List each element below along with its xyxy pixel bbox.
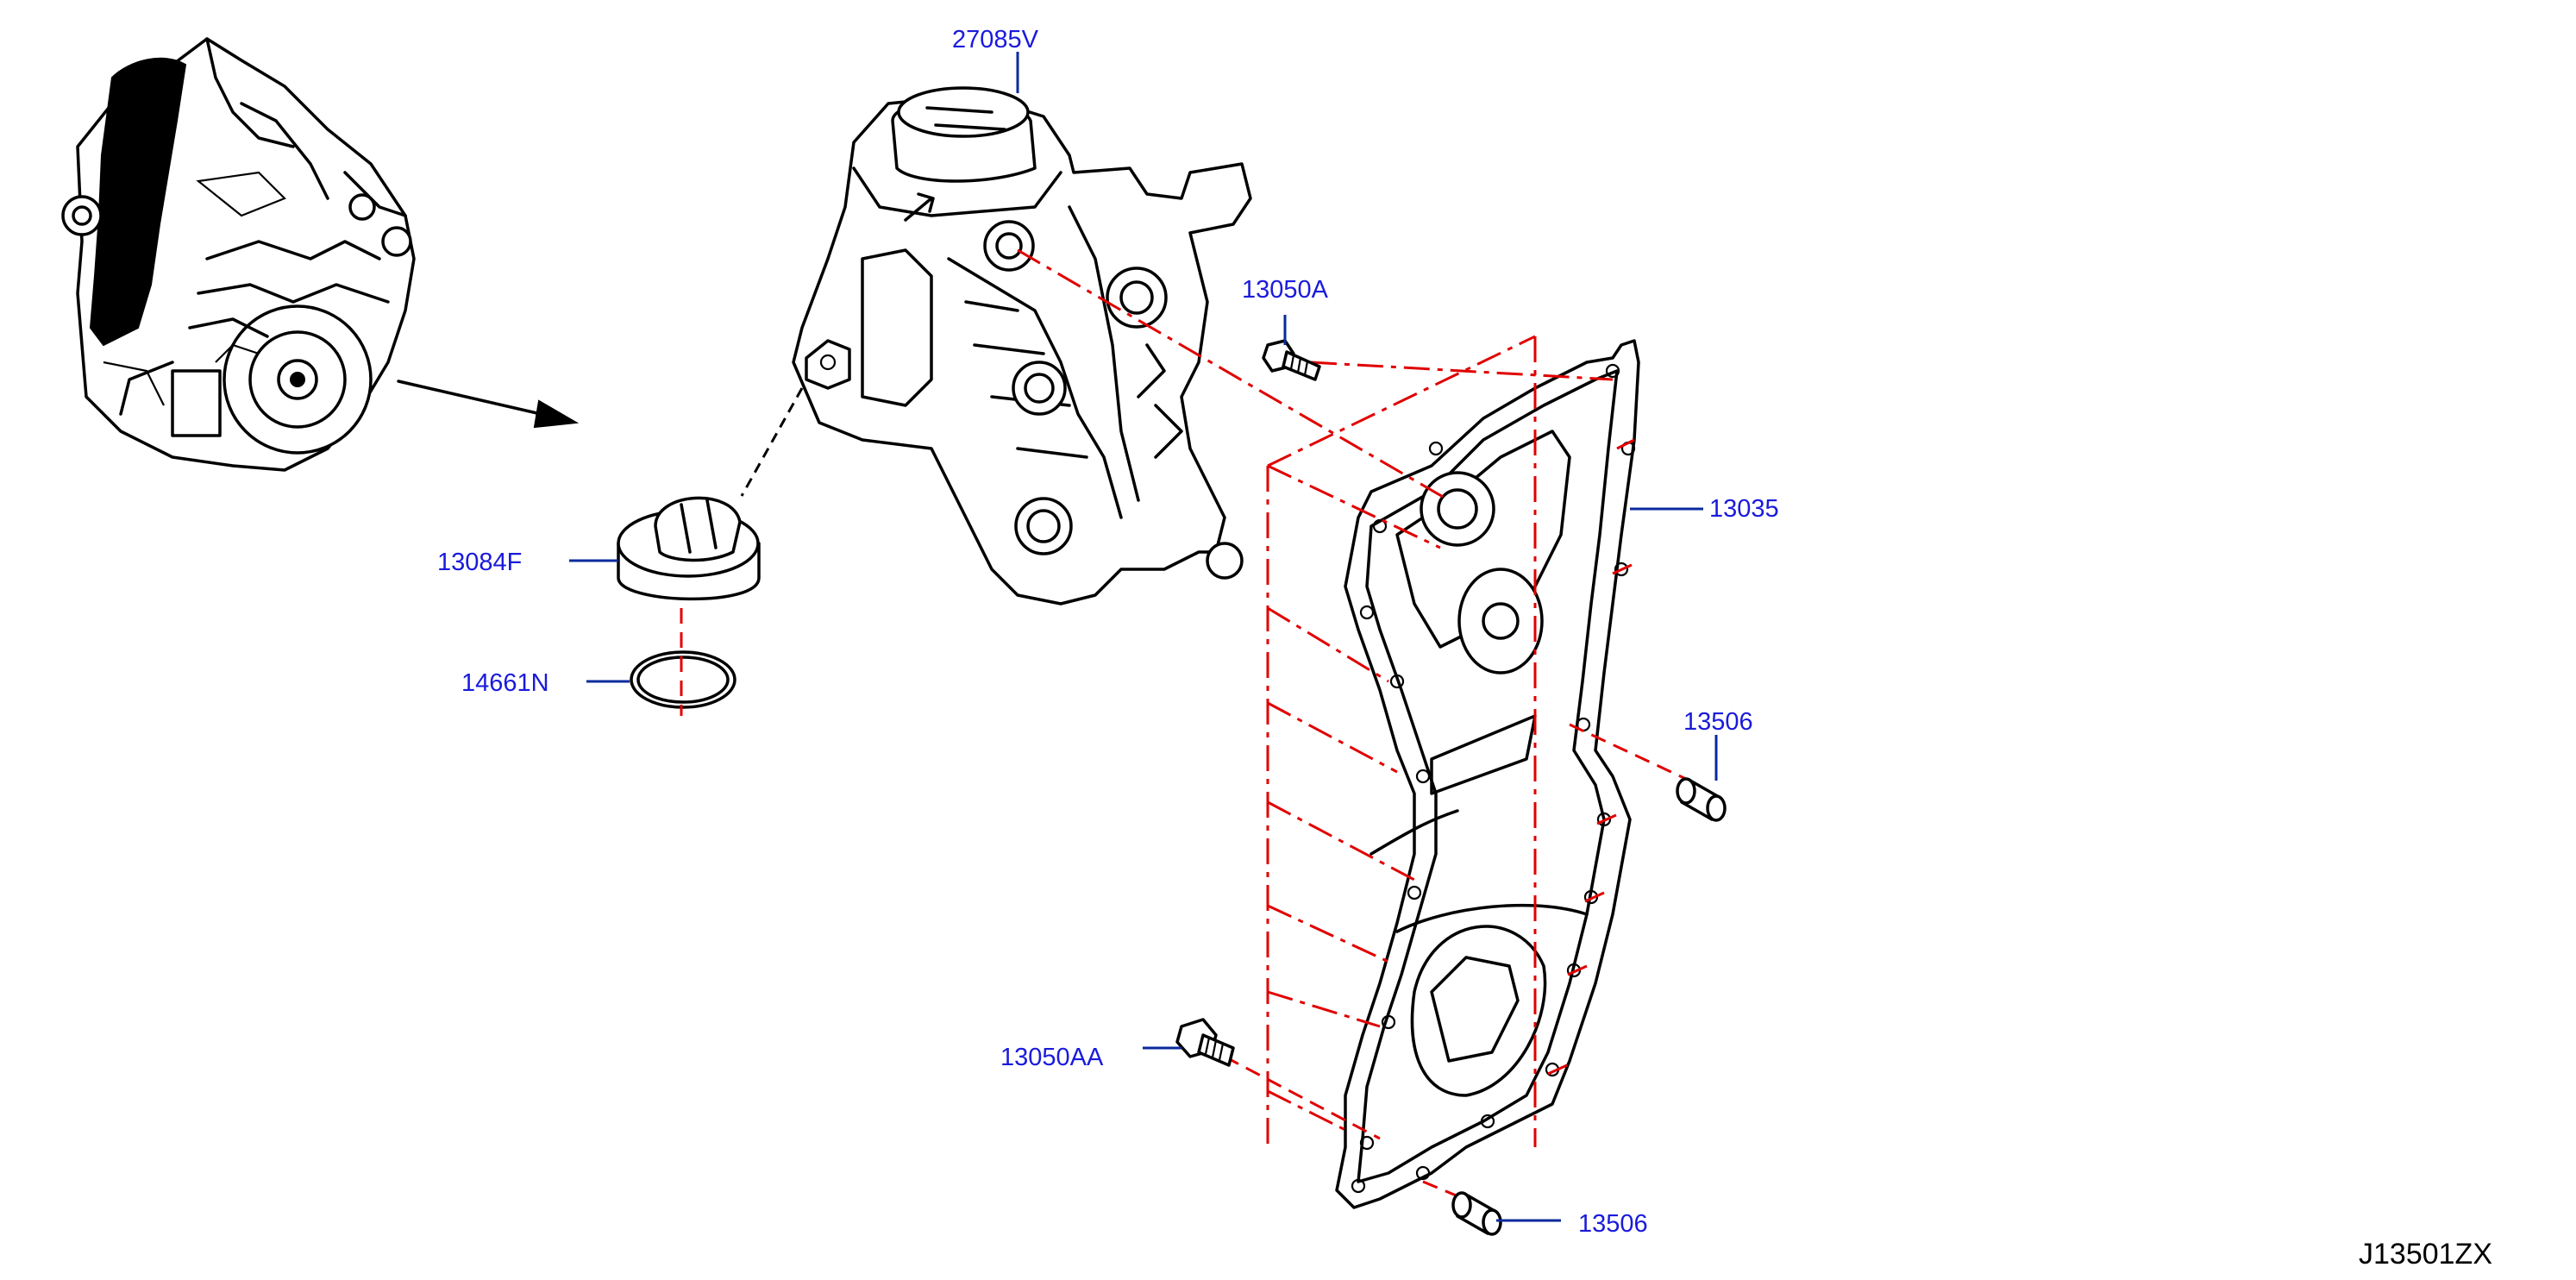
assembly-line-cap: [740, 387, 804, 497]
dowel-pin-13506-upper: [1676, 777, 1727, 822]
oil-filler-housing-27085V: [792, 86, 1252, 605]
timing-cover-gasket-13035: [1335, 339, 1640, 1209]
part-label-14661N[interactable]: 14661N: [461, 669, 549, 697]
dowel-pin-13506-lower: [1451, 1191, 1502, 1236]
part-label-13050AA[interactable]: 13050AA: [1000, 1044, 1104, 1071]
bolt-13050A: [1262, 339, 1321, 381]
o-ring-14661N: [630, 650, 736, 709]
part-label-13035[interactable]: 13035: [1709, 495, 1779, 523]
arrow-cap-to-housing: [904, 192, 935, 222]
part-label-27085V[interactable]: 27085V: [952, 26, 1038, 53]
bolt-13050AA: [1175, 1018, 1235, 1067]
part-label-13050A[interactable]: 13050A: [1242, 276, 1328, 304]
assembly-centerlines: [1017, 248, 1700, 1205]
part-label-13084F[interactable]: 13084F: [437, 549, 523, 576]
engine-overview-illustration: [61, 37, 416, 472]
diagram-code: J13501ZX: [2359, 1238, 2492, 1271]
part-label-13506-lower[interactable]: 13506: [1578, 1210, 1648, 1238]
label-leader-lines: [569, 52, 1718, 1222]
oil-filler-cap-13084F: [617, 496, 761, 601]
pointer-arrow: [397, 380, 580, 429]
part-label-13506-upper[interactable]: 13506: [1683, 708, 1753, 736]
